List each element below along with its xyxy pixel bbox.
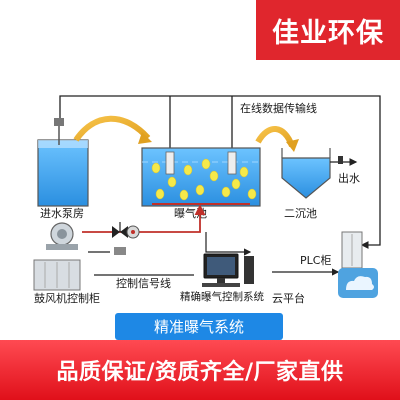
control-signal-line [88,232,340,276]
sensor-icon [227,151,237,175]
blower-icon [46,222,78,250]
outlet-pipe [330,156,358,166]
flow-arrow-icon [73,115,151,142]
brand-logo-badge: 佳业环保 [256,0,400,60]
secondary-clarifier [281,148,331,199]
data-line-label: 在线数据传输线 [240,101,317,115]
blower-control-cabinet-label: 鼓风机控制柜 [34,291,100,305]
outlet-label: 出水 [338,171,360,185]
blower-control-cabinet [33,259,81,291]
flow-arrow-icon [255,126,295,148]
footer-banner: 品质保证/资质齐全/厂家直供 [0,340,400,400]
inlet-pump-room-label: 进水泵房 [40,207,84,220]
control-signal-line-label: 控制信号线 [116,276,171,290]
sensor-icon [54,118,64,145]
inlet-pump-room [37,118,89,207]
cloud-platform-label: 云平台 [272,291,305,305]
plc-cabinet [341,231,363,269]
valve-icon [112,222,128,238]
plc-cabinet-label: PLC柜 [300,254,331,267]
computer-icon [202,253,254,287]
sensor-icon [165,151,175,175]
aeration-process-diagram: 在线数据传输线 进水泵房 [33,95,381,305]
aeration-tank [141,147,261,207]
precision-aeration-system-label: 精确曝气控制系统 [180,290,264,303]
aeration-tank-label: 曝气池 [174,206,207,220]
sensor-icon [114,247,126,255]
system-title-badge: 精准曝气系统 [115,313,283,340]
cloud-icon [338,268,378,298]
secondary-clarifier-label: 二沉池 [284,207,317,220]
flow-meter-icon [126,225,140,239]
data-transmission-line [59,95,381,249]
